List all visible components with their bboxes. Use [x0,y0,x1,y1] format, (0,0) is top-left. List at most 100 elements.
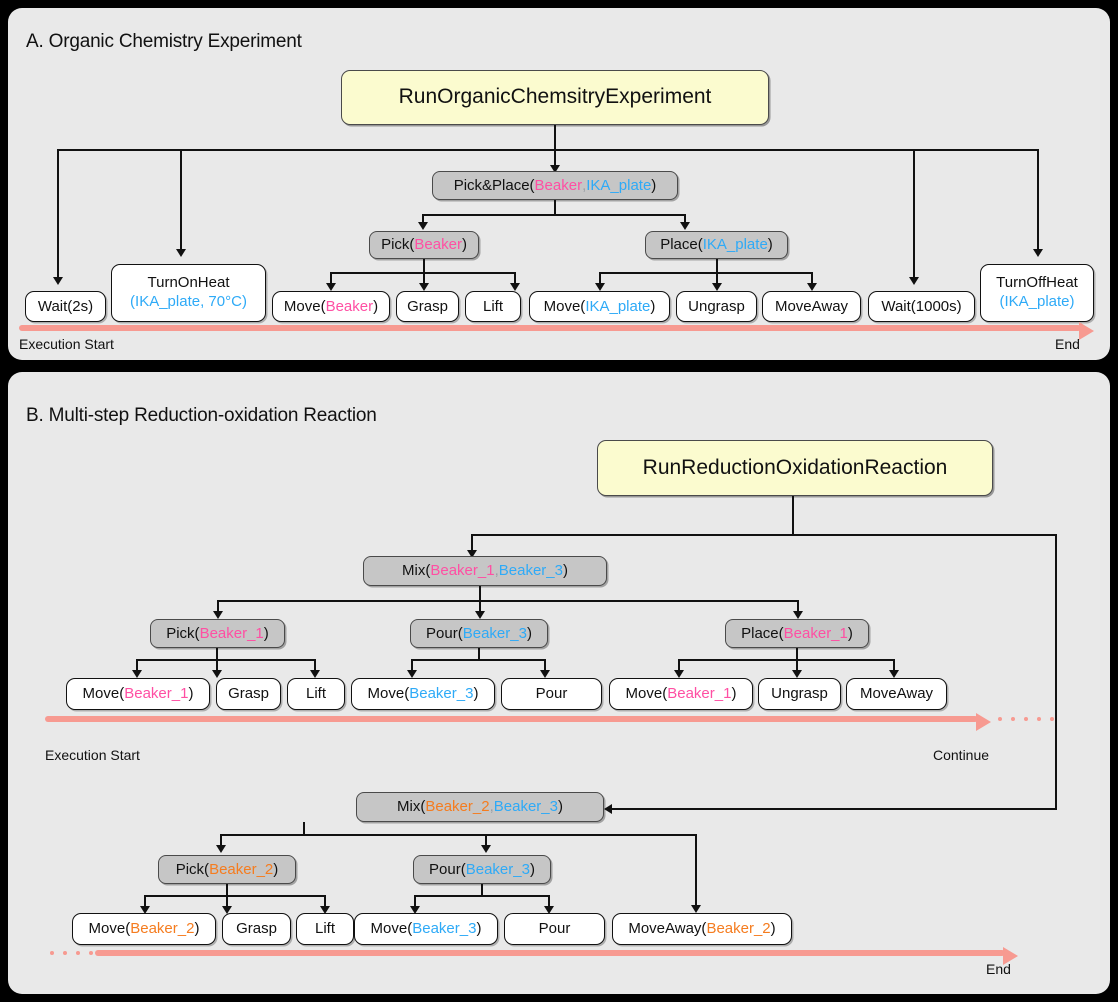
connector-drop-wait1000s [913,149,915,281]
connector-pickplace-bus [422,214,686,216]
arrowhead-pick-b1 [213,611,223,619]
node-paren-close: ) [847,624,853,642]
node-place-beaker1[interactable]: Place(Beaker_1) [725,619,869,648]
leaf-paren-close: ) [731,685,737,703]
connector-drop-pick-b2 [220,834,222,848]
leaf-paren-close: ) [770,920,776,938]
leaf-lift-1[interactable]: Lift [287,678,345,710]
connector-pick-b2-bus [144,895,326,897]
node-mix-beaker1-beaker3[interactable]: Mix(Beaker_1, Beaker_3) [363,556,607,586]
leaf-move-beaker3[interactable]: Move(Beaker_3) [351,678,495,710]
node-fn-name: Mix( [397,798,426,816]
node-pick-and-place[interactable]: Pick&Place(Beaker, IKA_plate) [432,171,678,200]
leaf-line-2-args: (IKA_plate) [999,293,1075,310]
leaf-grasp-1[interactable]: Grasp [216,678,281,710]
node-paren-close: ) [767,236,773,254]
arg-beaker: Beaker [534,176,583,194]
node-paren-close: ) [557,798,563,816]
arrowhead-move-ika [595,283,605,291]
node-mix-beaker2-beaker3[interactable]: Mix(Beaker_2, Beaker_3) [356,792,604,822]
leaf-fn-name: Move( [283,297,326,315]
leaf-move-beaker2[interactable]: Move(Beaker_2) [72,913,216,945]
leaf-paren-close: ) [650,297,656,315]
connector-drop-turnoffheat [1037,149,1039,253]
arrowhead-turnonheat [176,249,186,257]
connector-root-stem-b [792,496,794,536]
timeline-dots-resume [50,950,93,956]
arrowhead-moveaway [807,283,817,291]
leaf-turn-on-heat[interactable]: TurnOnHeat (IKA_plate, 70°C) [111,264,266,322]
leaf-move-beaker1-b[interactable]: Move(Beaker_1) [609,678,753,710]
arrowhead-grasp-2 [222,906,232,914]
leaf-ungrasp[interactable]: Ungrasp [676,291,757,322]
connector-drop-moveaway-1 [893,659,895,673]
node-root-run-organic-chemistry-experiment[interactable]: RunOrganicChemsitryExperiment [341,70,769,125]
leaf-ungrasp-1[interactable]: Ungrasp [758,678,841,710]
panel-organic-chemistry-experiment: A. Organic Chemistry Experiment RunOrgan… [8,8,1110,360]
connector-drop-pour-b3-2 [485,834,487,848]
arg-beaker: Beaker [325,297,374,315]
leaf-pour-1[interactable]: Pour [501,678,602,710]
leaf-move-away-beaker2[interactable]: MoveAway(Beaker_2) [612,913,792,945]
leaf-wait-1000s[interactable]: Wait(1000s) [868,291,975,322]
leaf-grasp[interactable]: Grasp [396,291,459,322]
leaf-wait-2s[interactable]: Wait(2s) [25,291,106,322]
arg-beaker-3: Beaker_3 [493,798,558,816]
node-pour-beaker3[interactable]: Pour(Beaker_3) [410,619,548,648]
leaf-grasp-2[interactable]: Grasp [222,913,291,945]
leaf-move-beaker[interactable]: Move(Beaker) [272,291,390,322]
node-pick-beaker[interactable]: Pick(Beaker) [369,231,479,259]
node-paren-close: ) [529,860,535,878]
node-place-ika-plate[interactable]: Place(IKA_plate) [645,231,788,259]
leaf-lift[interactable]: Lift [465,291,521,322]
arg-ika-plate: IKA_plate [585,297,651,315]
arrowhead-ungrasp [712,283,722,291]
leaf-turn-off-heat[interactable]: TurnOffHeat (IKA_plate) [980,264,1094,322]
arrowhead-place-b1 [793,611,803,619]
leaf-paren-close: ) [194,920,200,938]
node-root-run-reduction-oxidation-reaction[interactable]: RunReductionOxidationReaction [597,440,993,496]
node-pour-beaker3-2[interactable]: Pour(Beaker_3) [413,855,551,884]
node-fn-name: Pick&Place( [453,176,535,194]
arg-beaker-2: Beaker_2 [706,920,771,938]
arrowhead-moveaway-b2 [691,905,701,913]
connector-mix1-stem [479,586,481,602]
connector-drop-move-b1 [136,659,138,673]
node-pick-beaker1[interactable]: Pick(Beaker_1) [150,619,285,648]
arg-separator: , [582,176,587,194]
connector-drop-ungrasp-1 [796,659,798,673]
leaf-move-away-1[interactable]: MoveAway [846,678,947,710]
leaf-pour-2[interactable]: Pour [504,913,605,945]
node-pick-beaker2[interactable]: Pick(Beaker_2) [158,855,296,884]
leaf-move-away[interactable]: MoveAway [762,291,861,322]
connector-drop-grasp-1 [216,659,218,673]
connector-drop-lift-2 [324,895,326,909]
leaf-move-beaker1[interactable]: Move(Beaker_1) [66,678,210,710]
leaf-line-2-args: (IKA_plate, 70°C) [130,293,247,310]
connector-bus [57,149,1039,151]
leaf-move-ika-plate[interactable]: Move(IKA_plate) [529,291,670,322]
connector-drop-pour-leaf-2 [548,895,550,909]
arg-beaker-1: Beaker_1 [430,562,495,580]
timeline-label-end: End [1055,336,1080,352]
arrowhead-pickplace [550,165,560,173]
connector-mix1-bus [217,600,799,602]
timeline-arrowhead-row1 [976,713,991,731]
arrowhead-pour-b3 [475,611,485,619]
connector-drop-moveaway-b2 [695,834,697,908]
arrowhead-move-beaker [326,283,336,291]
connector-feedback-vertical [1055,534,1057,810]
connector-drop-move-b3-2 [414,895,416,909]
connector-drop-move-b1b [678,659,680,673]
arg-beaker-2: Beaker_2 [130,920,195,938]
node-paren-close: ) [562,562,568,580]
node-fn-name: Pour( [426,624,463,642]
leaf-move-beaker3-2[interactable]: Move(Beaker_3) [354,913,498,945]
node-paren-close: ) [526,624,532,642]
timeline-bar-row1 [45,716,978,722]
leaf-lift-2[interactable]: Lift [296,913,354,945]
arrowhead-pour-leaf [540,670,550,678]
arg-beaker-3: Beaker_3 [465,860,530,878]
connector-place-b1-bus [678,659,893,661]
